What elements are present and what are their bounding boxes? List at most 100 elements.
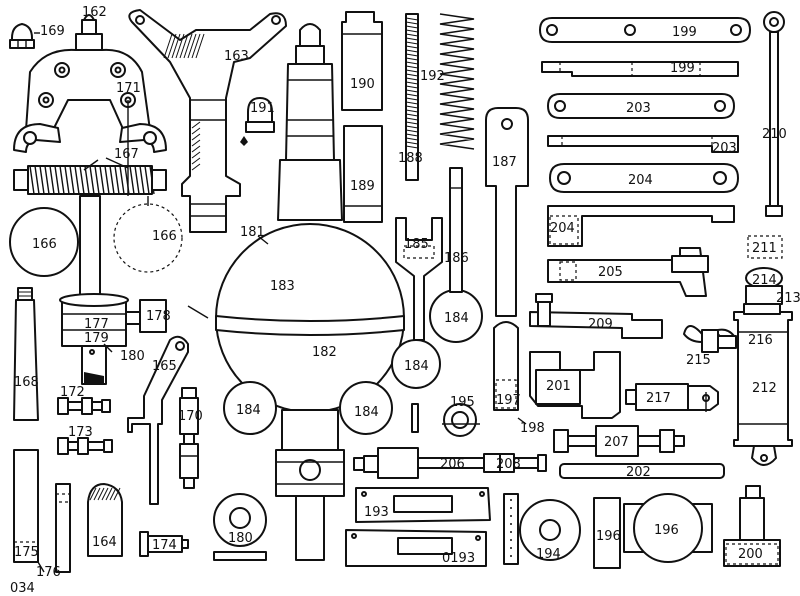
label-166a: 166 [32,237,57,252]
part-172-bolt [57,397,111,415]
label-215: 215 [686,353,711,368]
part-212-cylinder [733,267,793,466]
part-169-acorn-nut [9,23,40,49]
label-205: 205 [598,265,623,280]
label-175: 175 [14,545,39,560]
part-215-wing-nut [683,325,737,353]
part-199-link [539,17,751,77]
label-199b: 199 [670,61,695,76]
label-200: 200 [738,547,763,562]
label-211: 211 [752,241,777,256]
label-172: 172 [60,385,85,400]
part-203-link [547,93,739,153]
label-208: 208 [496,457,521,472]
label-167: 167 [114,147,139,162]
label-169: 169 [40,24,65,39]
part-210-rod [763,11,785,217]
label-181: 181 [240,225,265,240]
label-165: 165 [152,359,177,374]
part-186-rod [449,167,463,293]
part-181-globe [215,23,405,561]
part-200-stand [723,485,781,567]
label-170: 170 [178,409,203,424]
label-193a: 193 [364,505,389,520]
label-207: 207 [604,435,629,450]
label-201: 201 [546,379,571,394]
label-183: 183 [270,279,295,294]
label-176: 176 [36,565,61,580]
label-186: 186 [444,251,469,266]
label-212: 212 [752,381,777,396]
part-173-bolt [57,437,113,455]
label-185: 185 [404,237,429,252]
label-162: 162 [82,5,107,20]
part-188-rod [405,13,419,181]
label-189: 189 [350,179,375,194]
label-184d: 184 [444,311,469,326]
label-206: 206 [440,457,465,472]
part-192-spring [439,13,475,150]
part-195-washer [411,403,480,437]
part-163-bracket [128,9,287,233]
plate-code: 034 [10,581,35,596]
part-202-bar [559,463,725,479]
label-203a: 203 [626,101,651,116]
part-165-lever [127,335,189,505]
label-180b: 180 [228,531,253,546]
label-198: 198 [520,421,545,436]
label-194: 194 [536,547,561,562]
label-180a: 180 [120,349,145,364]
part-196-pieces [593,493,713,569]
label-197: 197 [496,393,521,408]
part-labels: 169 162 171 167 166 166 163 191 190 189 … [14,5,800,580]
label-173: 173 [68,425,93,440]
label-195: 195 [450,395,475,410]
leader-lines [83,159,209,353]
part-190-sleeve [341,11,383,111]
label-192: 192 [420,69,445,84]
label-204a: 204 [628,173,653,188]
label-210: 210 [762,127,787,142]
part-185-fork [395,217,443,341]
label-184b: 184 [354,405,379,420]
part-162-governor [9,14,183,297]
label-164: 164 [92,535,117,550]
label-191: 191 [250,101,275,116]
label-196a: 196 [596,529,621,544]
label-213: 213 [776,291,800,306]
part-207-turnbuckle [553,425,685,457]
label-193b: 0193 [442,551,475,566]
part-174-pin [139,531,189,557]
label-184c: 184 [404,359,429,374]
part-164-link [55,483,123,573]
part-191-nut [240,97,275,146]
part-217-clevis [625,383,719,412]
label-190: 190 [350,77,375,92]
label-204b: 204 [550,221,575,236]
label-196b: 196 [654,523,679,538]
part-187-column [485,107,529,317]
label-202: 202 [626,465,651,480]
part-170-pin [179,387,199,489]
label-209: 209 [588,317,613,332]
label-214: 214 [752,273,777,288]
label-187: 187 [492,155,517,170]
part-197-sleeve [493,321,527,425]
label-163: 163 [224,49,249,64]
part-206-stud [353,447,547,479]
label-166b: 166 [152,229,177,244]
label-178: 178 [146,309,171,324]
part-211-block [747,235,783,259]
part-small-bar [503,493,519,565]
label-177: 177 [84,317,109,332]
part-204-link [547,163,739,247]
label-171: 171 [116,81,141,96]
label-216: 216 [748,333,773,348]
label-199a: 199 [672,25,697,40]
label-217: 217 [646,391,671,406]
label-203b: 203 [712,141,737,156]
part-189-sleeve [343,125,383,223]
label-182: 182 [312,345,337,360]
part-205-clevis [547,247,709,297]
